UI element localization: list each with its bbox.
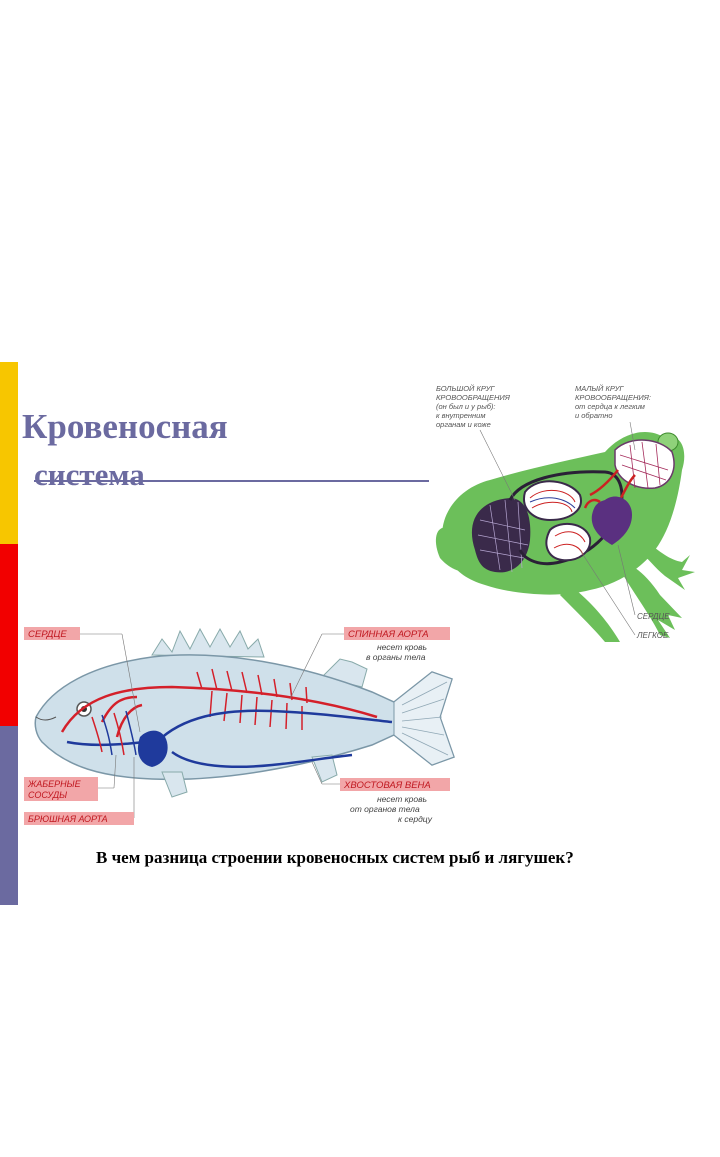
slide-title-line2: система — [34, 459, 145, 490]
slide-title-line1: Кровеносная — [22, 409, 228, 444]
fish-tail-vein-desc-2: к сердцу — [398, 814, 433, 824]
title-underline — [34, 480, 429, 482]
frog-small-circle-label-2: от сердца к легким — [575, 402, 645, 411]
frog-big-circle-label-1: КРОВООБРАЩЕНИЯ — [436, 393, 511, 402]
fish-heart-label: СЕРДЦЕ — [28, 629, 67, 640]
fish-dorsal-aorta-label: СПИННАЯ АОРТА — [348, 629, 429, 640]
frog-heart-label: СЕРДЦЕ — [637, 612, 670, 621]
frog-small-circle-label-0: МАЛЫЙ КРУГ — [575, 384, 624, 393]
fish-circulation-diagram: СЕРДЦЕ СПИННАЯ АОРТА несет кровь в орган… — [22, 617, 462, 839]
fish-gill-vessels-label-0: ЖАБЕРНЫЕ — [27, 779, 82, 789]
accent-bar-yellow — [0, 362, 18, 544]
accent-bar-purple — [0, 726, 18, 905]
fish-ventral-aorta-label: БРЮШНАЯ АОРТА — [28, 814, 108, 824]
frog-lung-label: ЛЕГКОЕ — [636, 631, 669, 640]
fish-tail-vein-desc-1: от органов тела — [350, 804, 420, 814]
frog-big-circle-label-0: БОЛЬШОЙ КРУГ — [436, 384, 495, 393]
frog-big-circle-label-3: к внутренним — [436, 411, 486, 420]
slide: Кровеносная система БОЛЬШОЙ КРУГ КРОВООБ… — [0, 362, 720, 905]
fish-tail-vein-desc-0: несет кровь — [377, 794, 427, 804]
frog-big-circle-label-4: органам и коже — [436, 420, 491, 429]
frog-small-circle-label-1: КРОВООБРАЩЕНИЯ: — [575, 393, 651, 402]
frog-big-circle-label-2: (он был и у рыб): — [436, 402, 496, 411]
fish-tail-vein-label: ХВОСТОВАЯ ВЕНА — [343, 780, 431, 791]
slide-question: В чем разница строении кровеносных систе… — [96, 848, 574, 868]
frog-circulation-diagram: БОЛЬШОЙ КРУГ КРОВООБРАЩЕНИЯ (он был и у … — [420, 380, 710, 650]
frog-small-circle-label-3: и обратно — [575, 411, 613, 420]
fish-dorsal-aorta-desc-1: в органы тела — [366, 652, 426, 662]
fish-gill-vessels-label-1: СОСУДЫ — [28, 790, 67, 800]
fish-dorsal-aorta-desc-0: несет кровь — [377, 642, 427, 652]
accent-bar-red — [0, 544, 18, 726]
